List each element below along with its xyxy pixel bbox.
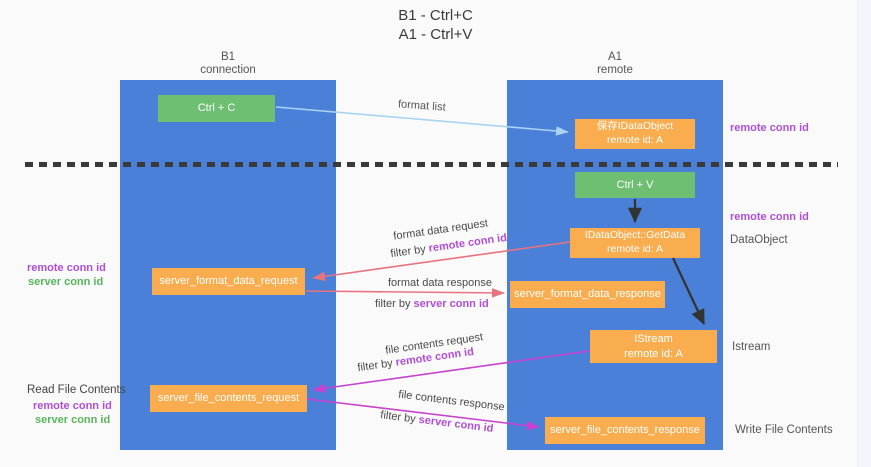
server-file-contents-request-label: server_file_contents_request xyxy=(157,392,300,405)
ctrl-v-node: Ctrl + V xyxy=(575,172,695,198)
ctrl-c-label: Ctrl + C xyxy=(197,102,236,115)
istream-line2: remote id: A xyxy=(624,347,683,360)
istream-side-label: Istream xyxy=(732,341,771,353)
title-line-1: B1 - Ctrl+C xyxy=(398,7,473,24)
format-data-response-label: format data response xyxy=(388,277,492,289)
ctrl-c-node: Ctrl + C xyxy=(158,95,275,122)
read-file-contents-label: Read File Contents xyxy=(27,384,126,396)
saved-dataobject-node: 保存IDataObject remote id: A xyxy=(575,119,695,149)
saved-dataobject-line2: remote id: A xyxy=(606,134,664,146)
server-file-contents-response-label: server_file_contents_response xyxy=(550,424,700,437)
column-header-a1: A1 remote xyxy=(507,51,723,77)
server-format-data-request-label: server_format_data_request xyxy=(159,275,298,288)
scrollbar-gutter[interactable] xyxy=(857,0,871,467)
istream-line1: IStream xyxy=(634,333,673,346)
file-contents-response-label: file contents response xyxy=(397,388,506,414)
filter-by-server-conn-id-label-1: filter by server conn id xyxy=(375,298,489,310)
a1-name: A1 xyxy=(607,51,623,63)
session-divider-dashed-line xyxy=(25,162,838,167)
server-format-data-response-label: server_format_data_response xyxy=(514,288,661,301)
server-conn-id-label-bottom: server conn id xyxy=(35,414,111,426)
getdata-line1: IDataObject::GetData xyxy=(584,229,686,242)
filter-by-text: filter by xyxy=(356,357,394,375)
b1-name: B1 xyxy=(220,51,236,63)
filter-by-text: filter by xyxy=(379,409,417,426)
server-file-contents-request-node: server_file_contents_request xyxy=(150,385,307,412)
istream-node: IStream remote id: A xyxy=(590,330,717,363)
write-file-contents-label: Write File Contents xyxy=(735,424,833,436)
dataobject-label: DataObject xyxy=(730,234,788,246)
server-conn-id-label-left: server conn id xyxy=(28,276,104,288)
a1-subtitle: remote xyxy=(597,64,633,76)
diagram-title: B1 - Ctrl+C A1 - Ctrl+V xyxy=(0,6,871,44)
saved-dataobject-line1: 保存IDataObject xyxy=(596,120,674,133)
remote-conn-id-label-bottom: remote conn id xyxy=(33,400,112,412)
ctrl-v-label: Ctrl + V xyxy=(616,178,654,191)
server-file-contents-response-node: server_file_contents_response xyxy=(545,417,705,444)
filter-by-text: filter by xyxy=(375,298,411,310)
idataobject-getdata-node: IDataObject::GetData remote id: A xyxy=(570,228,700,258)
format-list-label: format list xyxy=(397,98,447,114)
remote-conn-id-label-top: remote conn id xyxy=(730,122,809,134)
remote-conn-id-label-left: remote conn id xyxy=(27,262,106,274)
title-line-2: A1 - Ctrl+V xyxy=(398,26,473,43)
b1-subtitle: connection xyxy=(200,64,256,76)
getdata-line2: remote id: A xyxy=(606,243,664,255)
filter-by-text: filter by xyxy=(389,243,427,261)
remote-conn-id-label-mid: remote conn id xyxy=(730,211,809,223)
server-format-data-request-node: server_format_data_request xyxy=(152,268,305,295)
server-conn-id-text: server conn id xyxy=(417,413,495,435)
server-conn-id-text: server conn id xyxy=(413,298,489,310)
filter-by-server-conn-id-label-2: filter by server conn id xyxy=(380,409,494,435)
column-header-b1: B1 connection xyxy=(120,51,336,77)
server-format-data-response-node: server_format_data_response xyxy=(510,281,665,308)
